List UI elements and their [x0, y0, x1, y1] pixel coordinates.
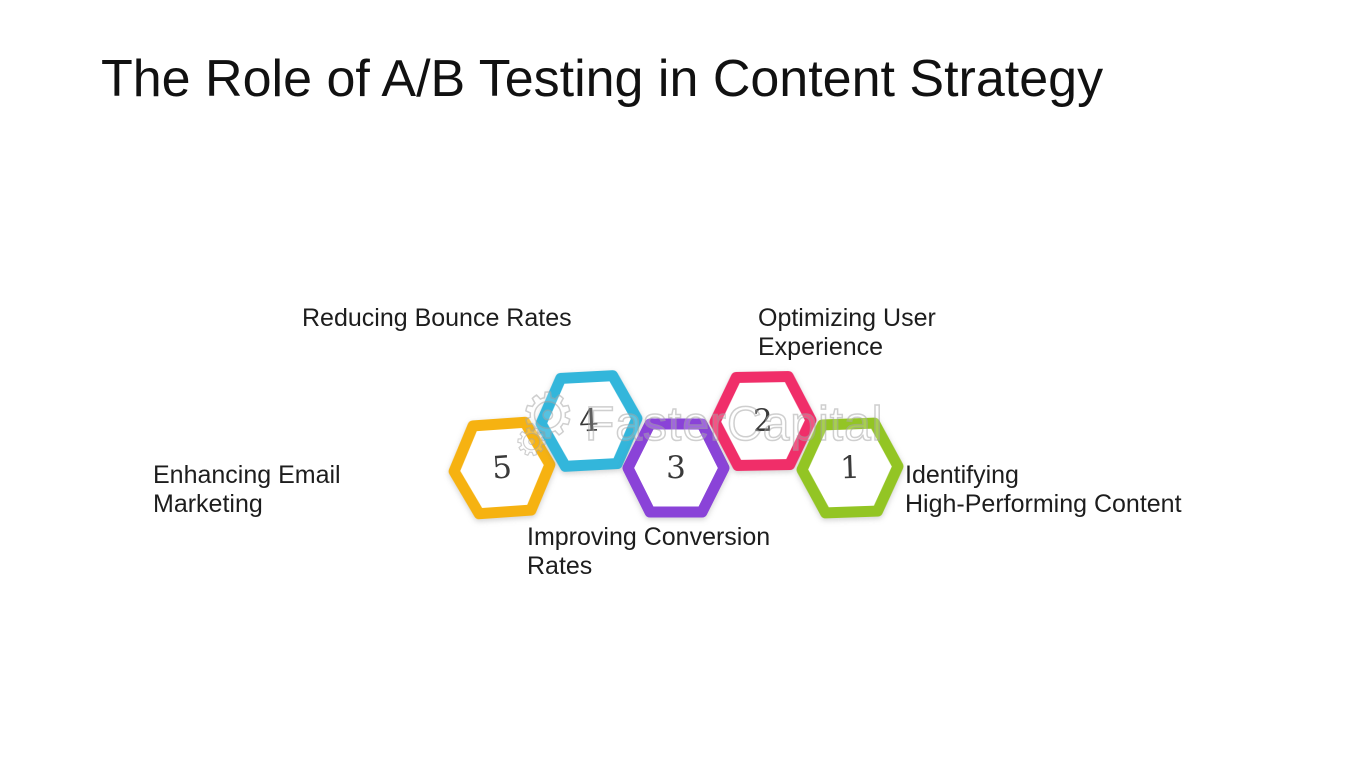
hexagon-shape-icon [709, 371, 817, 471]
step-label-optimizing-user-experience: Optimizing User Experience [758, 304, 936, 361]
hexagon-number-1: 1 [839, 449, 861, 487]
step-label-improving-conversion-rates: Improving Conversion Rates [527, 523, 771, 580]
hexagon-step-4: 4 [531, 366, 646, 476]
hexagon-step-2: 2 [707, 368, 819, 474]
hexagon-shape-icon [448, 416, 556, 520]
page-title: The Role of A/B Testing in Content Strat… [101, 49, 1104, 108]
hexagon-step-3: 3 [621, 416, 731, 520]
step-label-reducing-bounce-rates: Reducing Bounce Rates [302, 304, 572, 332]
hexagon-shape-icon [622, 418, 730, 518]
hexagon-step-1: 1 [793, 414, 907, 522]
step-label-identifying-high-performing-content: Identifying High-Performing Content [905, 461, 1182, 518]
hexagon-shape-icon [535, 370, 643, 472]
hexagon-step-5: 5 [444, 412, 561, 523]
hexagon-number-3: 3 [666, 450, 686, 486]
step-label-enhancing-email-marketing: Enhancing Email Marketing [153, 461, 341, 518]
hexagon-shape-icon [796, 417, 904, 519]
